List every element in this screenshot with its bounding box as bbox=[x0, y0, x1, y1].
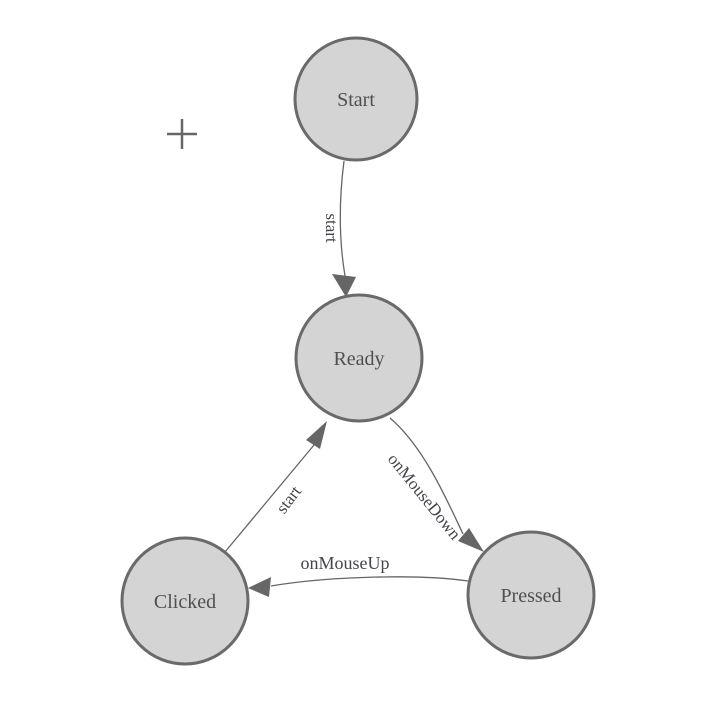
node-start[interactable]: Start bbox=[293, 36, 419, 162]
edge-line bbox=[224, 444, 315, 553]
node-pressed[interactable]: Pressed bbox=[466, 530, 596, 660]
arrowhead-icon bbox=[332, 274, 356, 297]
arrowhead-icon bbox=[458, 528, 484, 552]
arrowhead-icon bbox=[306, 421, 327, 449]
edge-label-pressed-to-clicked: onMouseUp bbox=[301, 553, 390, 573]
node-ready-label: Ready bbox=[333, 348, 384, 370]
edge-label-clicked-to-ready: start bbox=[272, 482, 305, 517]
node-clicked[interactable]: Clicked bbox=[120, 536, 250, 666]
edge-ready-to-pressed[interactable]: onMouseDown bbox=[384, 417, 484, 552]
node-start-circle[interactable] bbox=[293, 36, 419, 162]
edge-start-to-ready[interactable]: start bbox=[322, 160, 356, 297]
edge-line bbox=[270, 576, 469, 587]
node-clicked-label: Clicked bbox=[154, 591, 216, 613]
arrowhead-icon bbox=[248, 577, 271, 597]
edge-label-start-to-ready: start bbox=[322, 213, 341, 243]
edge-label-ready-to-pressed: onMouseDown bbox=[384, 450, 465, 544]
edge-line bbox=[389, 417, 464, 535]
edge-clicked-to-ready[interactable]: start bbox=[224, 421, 327, 553]
node-pressed-label: Pressed bbox=[500, 585, 561, 607]
edge-pressed-to-clicked[interactable]: onMouseUp bbox=[248, 553, 469, 597]
crosshair-plus-icon bbox=[167, 119, 197, 149]
node-clicked-circle[interactable] bbox=[120, 536, 250, 666]
edge-line bbox=[339, 160, 346, 277]
node-pressed-circle[interactable] bbox=[466, 530, 596, 660]
node-ready[interactable]: Ready bbox=[294, 293, 424, 423]
node-ready-circle[interactable] bbox=[294, 293, 424, 423]
node-start-label: Start bbox=[337, 89, 375, 111]
